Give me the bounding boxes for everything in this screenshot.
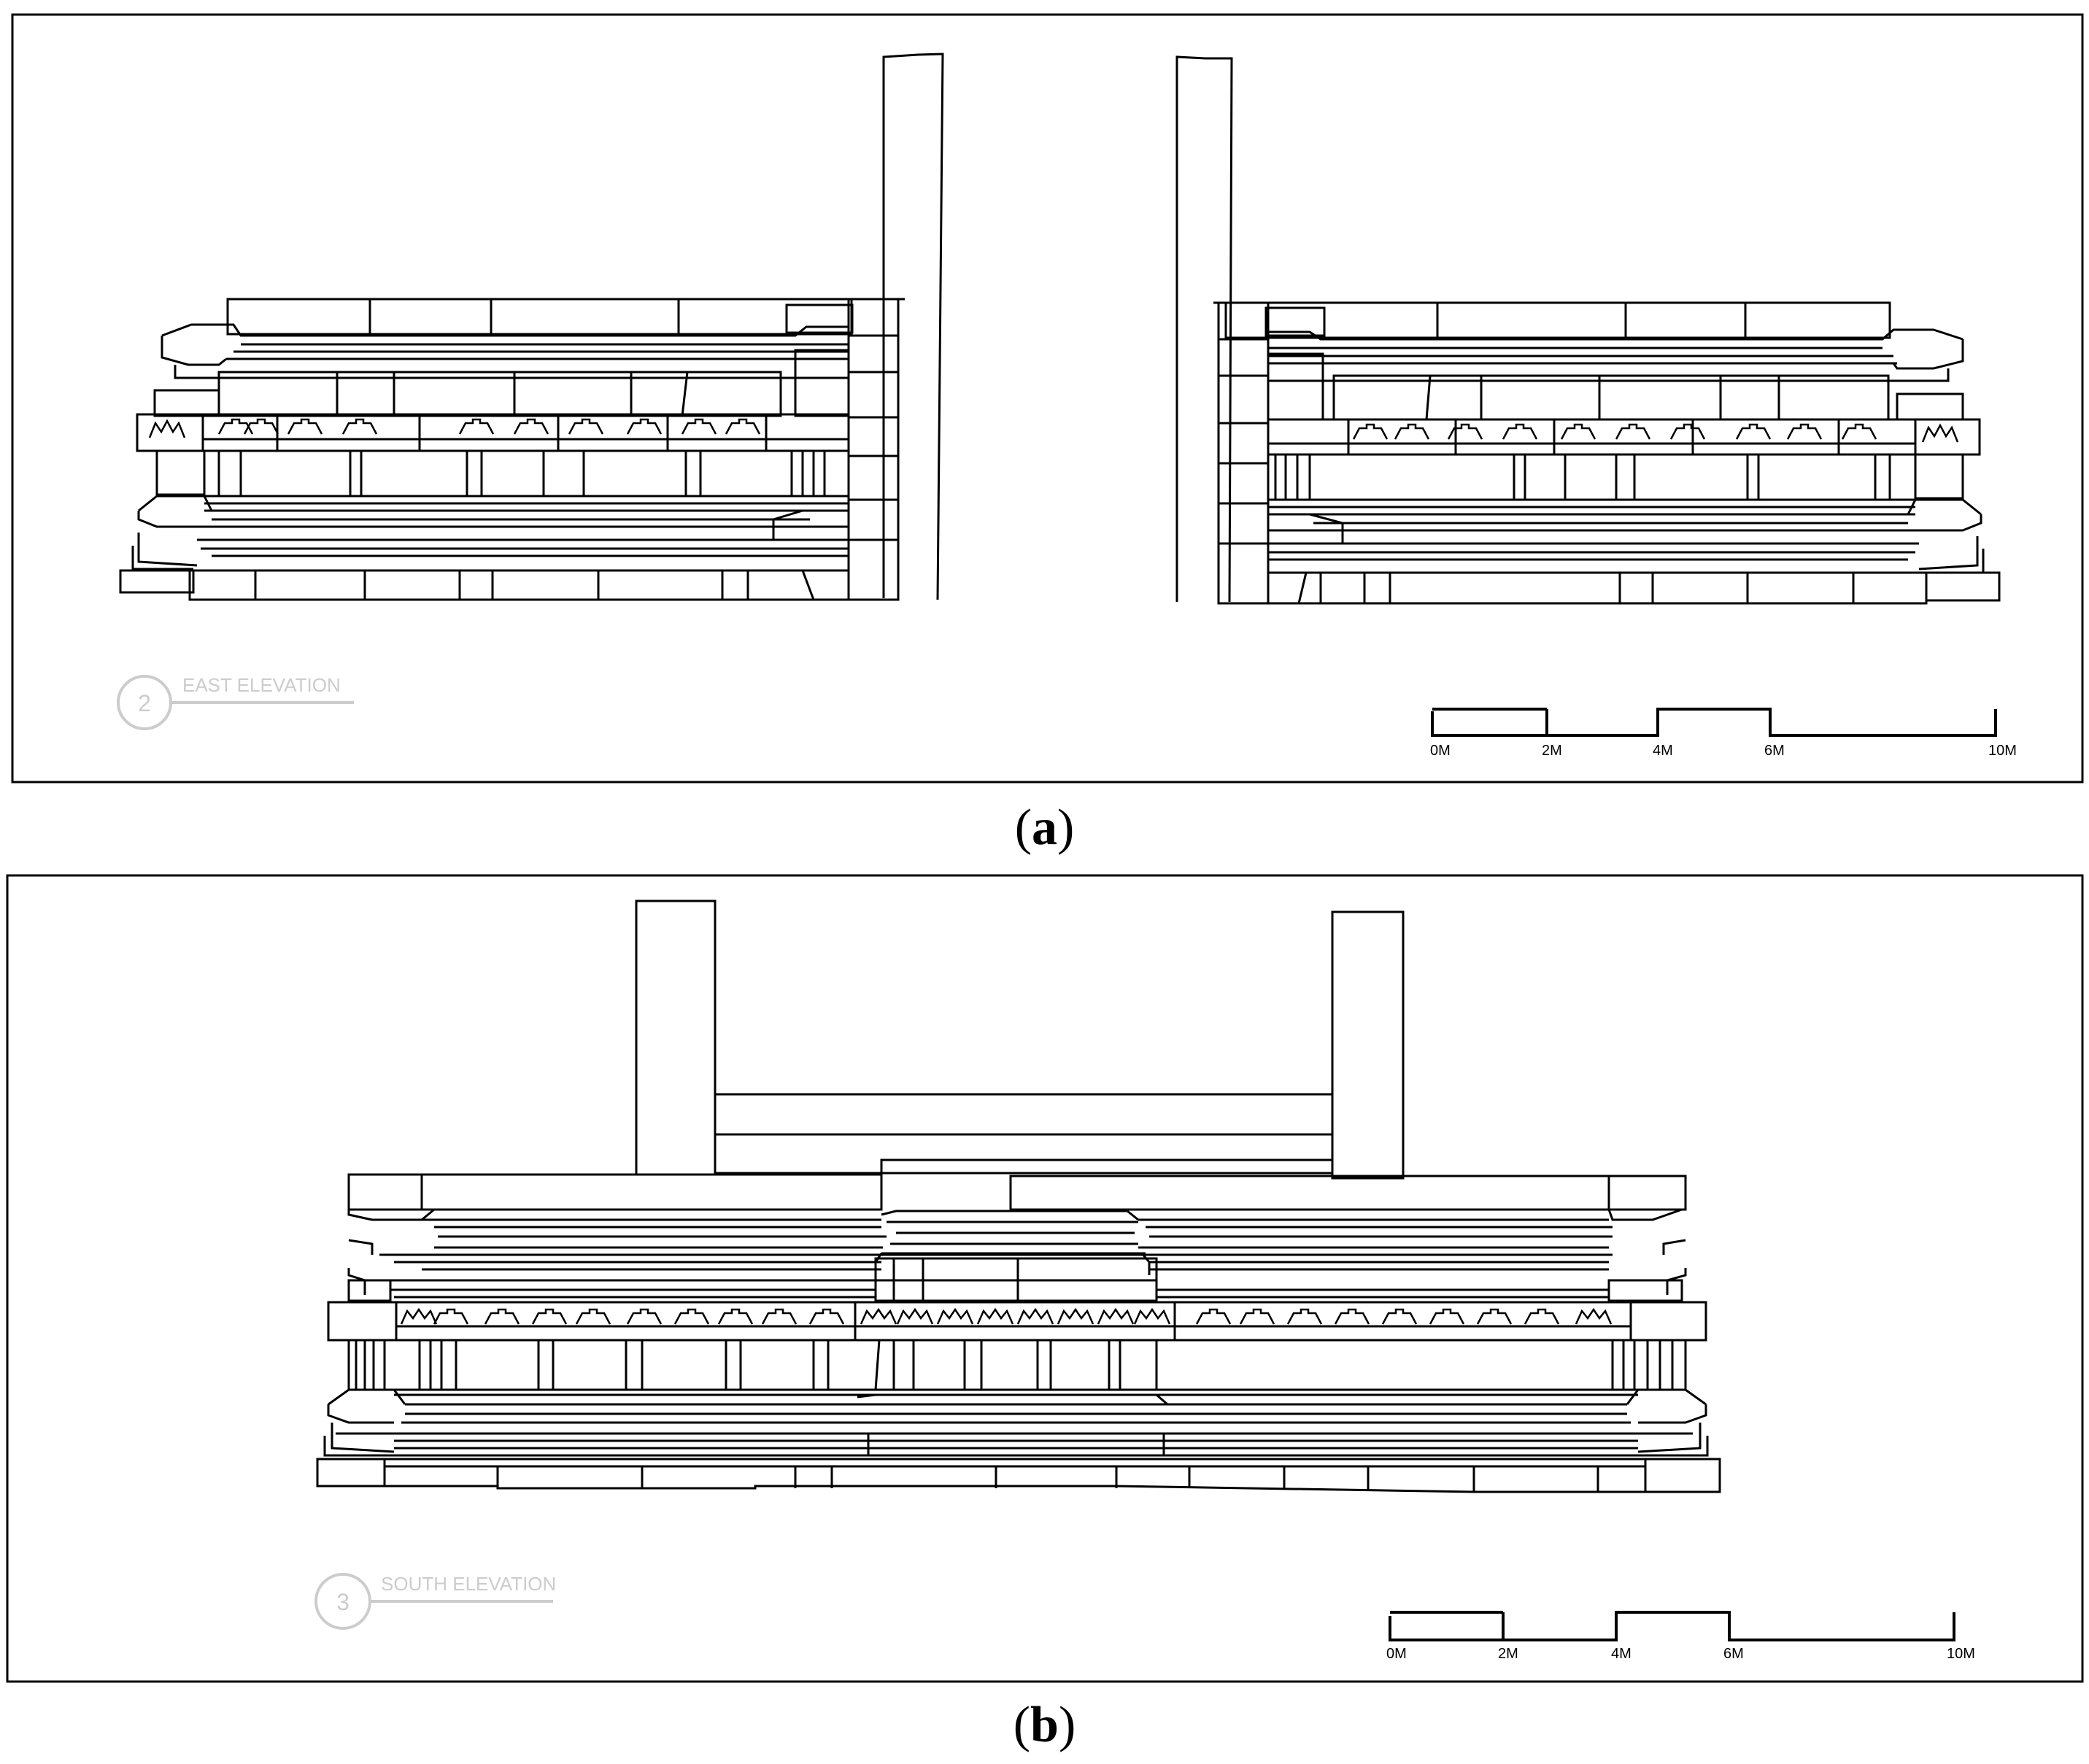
- panel-b-title-mark: [314, 1573, 553, 1630]
- panel-a-scale-label-0: 0M: [1430, 743, 1451, 759]
- panel-b-drawing-title: SOUTH ELEVATION: [381, 1573, 556, 1595]
- panel-a-caption: (a): [1014, 800, 1075, 856]
- panel-b-scale-label-0: 0M: [1386, 1646, 1407, 1662]
- panel-b-caption: (b): [1013, 1697, 1076, 1753]
- panel-b-scale-label-2: 2M: [1498, 1646, 1518, 1662]
- panel-b-frame: [6, 874, 2084, 1683]
- east-elevation-right-wing: [1175, 55, 2001, 605]
- panel-a-scale-label-10: 10M: [1988, 743, 2017, 759]
- panel-a-scale-label-6: 6M: [1764, 743, 1785, 759]
- panel-a-drawing-number: 2: [138, 690, 151, 716]
- panel-b-caption-letter: b: [1030, 1697, 1059, 1753]
- panel-b-scale-label-10: 10M: [1947, 1646, 1975, 1662]
- panel-a-frame: [11, 13, 2084, 784]
- panel-b-scale-bar: [1389, 1611, 1955, 1641]
- panel-a-scale-label-4: 4M: [1653, 743, 1673, 759]
- panel-a-caption-letter: a: [1032, 800, 1057, 856]
- panel-b-scale-label-4: 4M: [1611, 1646, 1632, 1662]
- panel-a-scale-bar: [1431, 708, 1997, 737]
- east-elevation-left-wing: [119, 53, 944, 601]
- panel-a-title-mark: [117, 675, 354, 730]
- panel-a-drawing-title: EAST ELEVATION: [182, 674, 341, 696]
- panel-a-scale-label-2: 2M: [1542, 743, 1562, 759]
- south-elevation-drawing: [316, 900, 1721, 1493]
- panel-b-scale-label-6: 6M: [1723, 1646, 1744, 1662]
- panel-b-drawing-number: 3: [336, 1589, 350, 1615]
